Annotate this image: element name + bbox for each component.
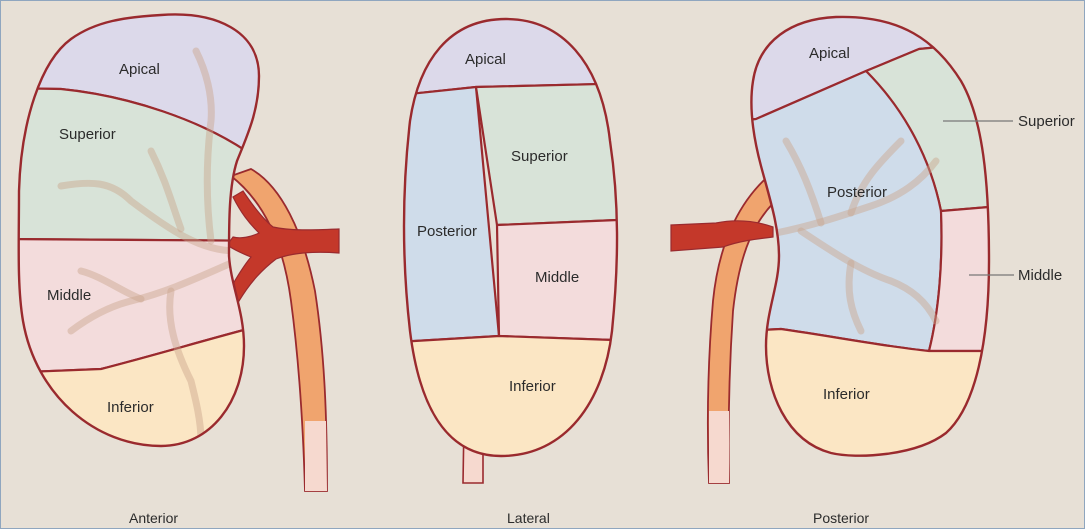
lateral-label-superior: Superior [511,148,568,165]
posterior-callout-middle: Middle [1018,267,1062,284]
anterior-label-middle: Middle [47,287,91,304]
anterior-view: Apical Superior Middle Inferior Anterior [1,1,339,526]
posterior-callout-superior: Superior [1018,113,1075,130]
posterior-view: Apical Posterior Inferior Superior Middl… [671,1,1075,526]
posterior-label-inferior: Inferior [823,386,870,403]
posterior-segment-inferior [741,329,1001,481]
lateral-segment-inferior [381,336,641,481]
ureter-lower [709,411,729,483]
anterior-caption: Anterior [129,510,178,526]
ureter-lower [305,421,327,491]
lateral-label-apical: Apical [465,51,506,68]
lateral-view: Apical Superior Posterior Middle Inferio… [381,1,641,526]
anterior-label-inferior: Inferior [107,399,154,416]
posterior-caption: Posterior [813,510,869,526]
lateral-label-inferior: Inferior [509,378,556,395]
anterior-label-superior: Superior [59,126,116,143]
anterior-label-apical: Apical [119,61,160,78]
lateral-label-middle: Middle [535,269,579,286]
lateral-label-posterior: Posterior [417,223,477,240]
posterior-label-posterior: Posterior [827,184,887,201]
renal-artery [671,221,773,251]
posterior-label-apical: Apical [809,45,850,62]
lateral-caption: Lateral [507,510,550,526]
